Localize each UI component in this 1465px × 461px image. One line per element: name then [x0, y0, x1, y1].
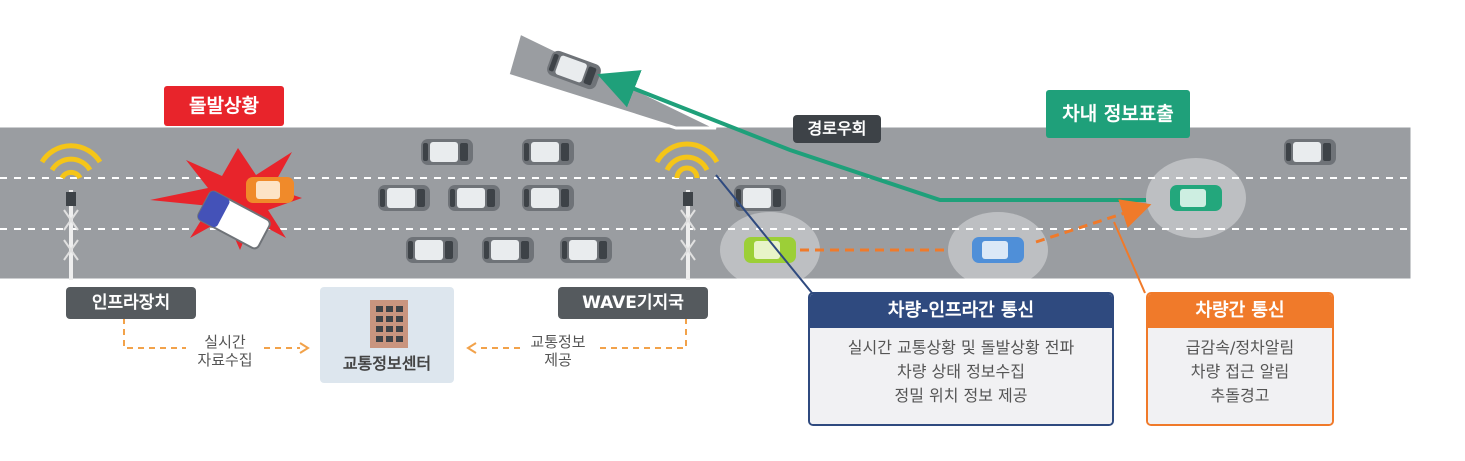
v2v-body: 급감속/정차알림 차량 접근 알림 추돌경고 [1148, 328, 1332, 424]
vehicle-blue [972, 237, 1024, 263]
incident-label: 돌발상황 [164, 86, 284, 126]
traffic-info-caption: 교통정보 제공 [530, 333, 586, 369]
traffic-center-label: 교통정보센터 [342, 354, 432, 373]
detour-route [597, 70, 1146, 202]
vehicle [378, 185, 430, 211]
v2v-title: 차량간 통신 [1148, 294, 1332, 328]
data-links [123, 318, 687, 354]
vehicle [522, 139, 574, 165]
vehicle [448, 185, 500, 211]
detour-label: 경로우회 [793, 115, 881, 143]
building-icon [370, 300, 408, 348]
vehicle [421, 139, 473, 165]
v2i-title: 차량-인프라간 통신 [810, 294, 1112, 328]
in-vehicle-display-label: 차내 정보표출 [1046, 90, 1190, 138]
incident-crash [150, 148, 302, 250]
v2v-communication-box: 차량간 통신 급감속/정차알림 차량 접근 알림 추돌경고 [1146, 292, 1334, 426]
antenna-wave [654, 141, 720, 280]
vehicle [560, 237, 612, 263]
v2i-communication-box: 차량-인프라간 통신 실시간 교통상황 및 돌발상황 전파 차량 상태 정보수집… [808, 292, 1114, 426]
wave-station-label: WAVE기지국 [558, 287, 708, 319]
v2i-body: 실시간 교통상황 및 돌발상황 전파 차량 상태 정보수집 정밀 위치 정보 제… [810, 328, 1112, 424]
v2i-link [715, 174, 813, 294]
realtime-collect-caption: 실시간 자료수집 [197, 333, 253, 369]
vehicle [406, 237, 458, 263]
infra-device-label: 인프라장치 [66, 287, 196, 319]
vehicle [1284, 139, 1336, 165]
v2v-link [800, 199, 1152, 294]
antenna-left [39, 143, 103, 280]
vehicle [522, 185, 574, 211]
vehicle [482, 237, 534, 263]
vehicle-green [1170, 185, 1222, 211]
